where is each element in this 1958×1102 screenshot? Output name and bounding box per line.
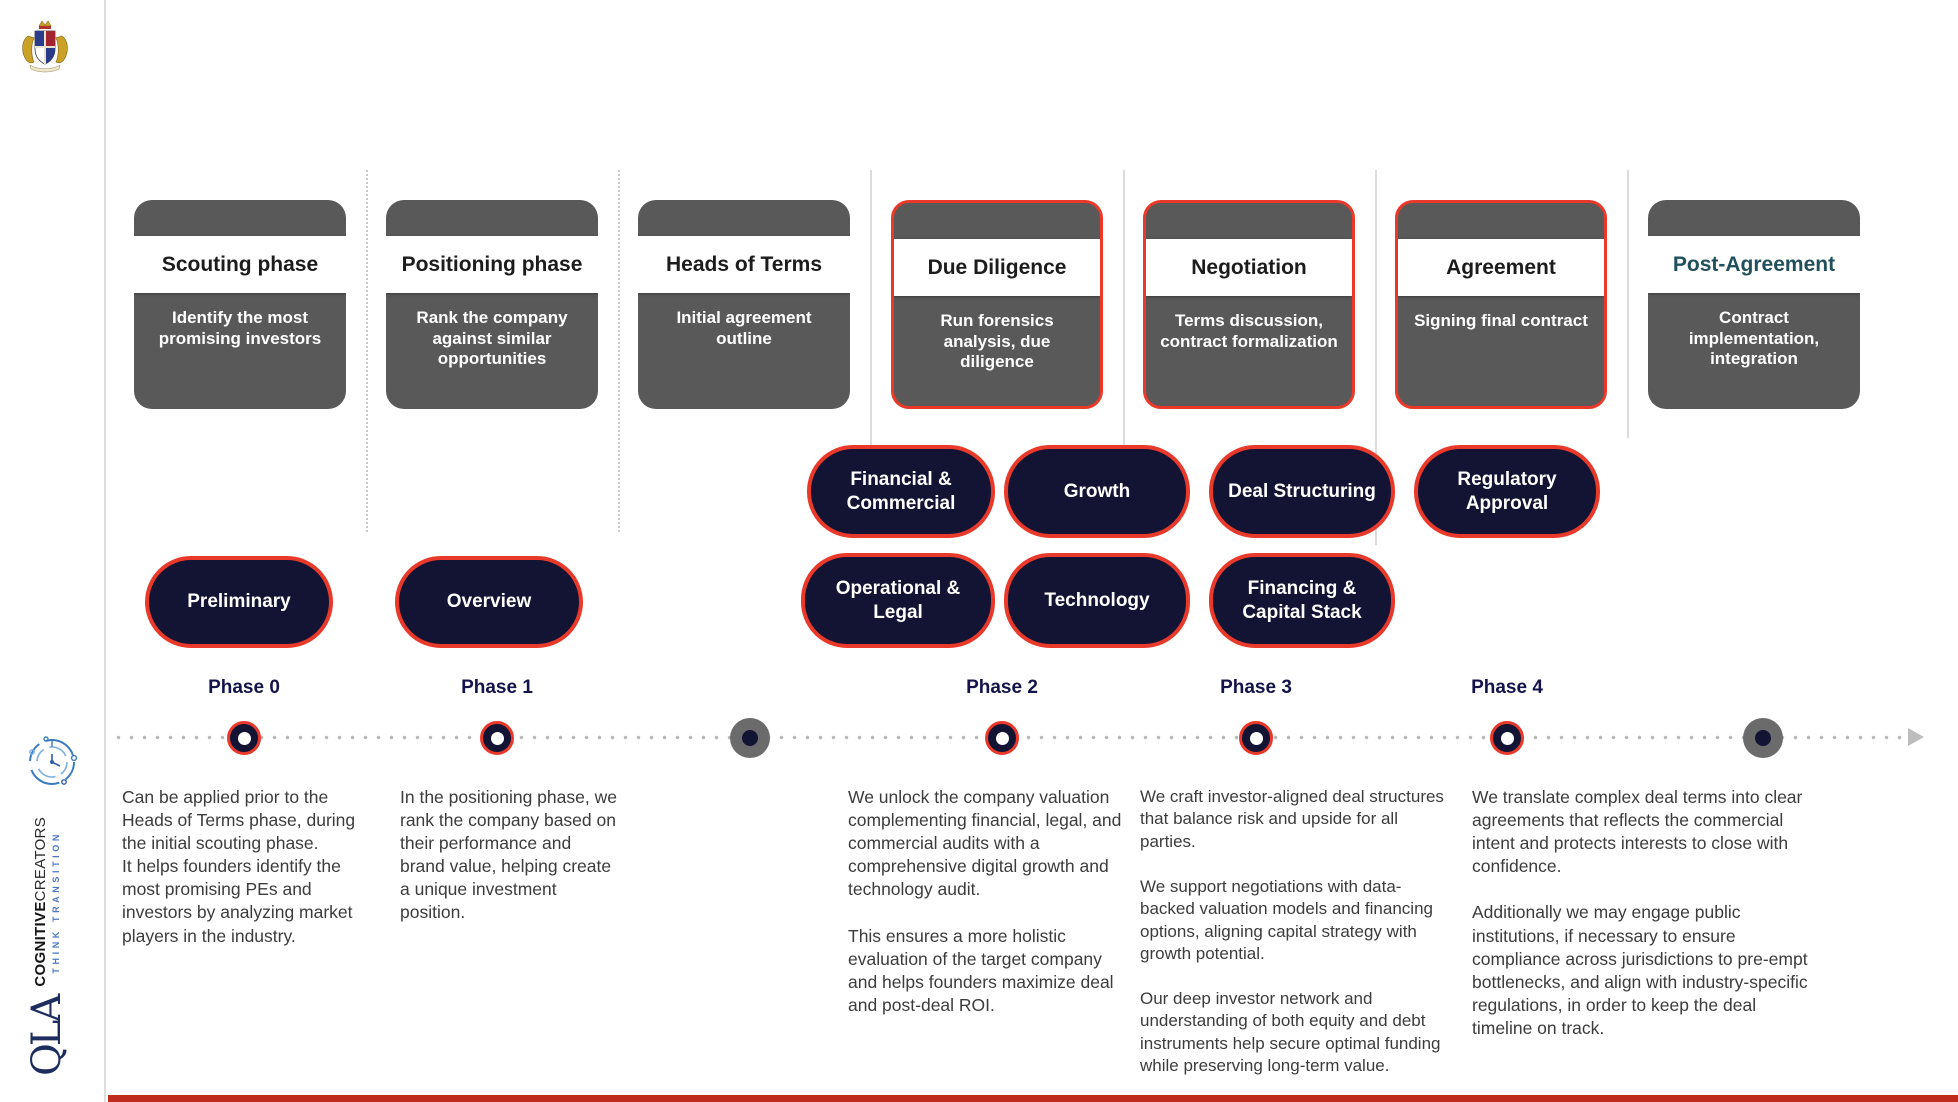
card-due-diligence: Due Diligence Run forensics analysis, du… [891, 200, 1103, 409]
pill-financing-capital-stack: Financing & Capital Stack [1209, 553, 1395, 648]
pill-label: Operational & Legal [835, 577, 961, 623]
pill-label: Technology [1044, 589, 1150, 611]
bottom-accent-bar [108, 1095, 1958, 1102]
column-separator [1375, 170, 1377, 545]
phase-0-description: Can be applied prior to the Heads of Ter… [122, 787, 356, 946]
milestone-marker-inactive [1743, 718, 1783, 758]
column-separator [366, 170, 368, 532]
brand-name: COGNITIVECREATORS [32, 817, 49, 987]
card-scouting-phase: Scouting phase Identify the most promisi… [134, 200, 346, 409]
column-separator [618, 170, 620, 532]
pill-technology: Technology [1004, 553, 1190, 648]
brand-tagline: THINK TRANSITION [51, 830, 61, 974]
pill-regulatory-approval: Regulatory Approval [1414, 445, 1600, 538]
card-subtitle: Run forensics analysis, due diligence [940, 311, 1054, 372]
card-title: Positioning phase [401, 252, 583, 276]
card-title: Due Diligence [927, 255, 1067, 279]
pill-label: Growth [1063, 480, 1131, 502]
left-sidebar: COGNITIVECREATORS THINK TRANSITION QLA [0, 0, 106, 1102]
pill-label: Financial & Commercial [846, 468, 956, 514]
brand-lockup: COGNITIVECREATORS THINK TRANSITION [32, 816, 61, 988]
card-subtitle: Signing final contract [1414, 311, 1588, 330]
card-title: Post-Agreement [1672, 252, 1836, 276]
pill-growth: Growth [1004, 445, 1190, 538]
card-top-strip [1146, 203, 1352, 239]
card-subtitle: Initial agreement outline [676, 308, 812, 348]
pill-label: Overview [446, 591, 532, 613]
card-subtitle: Identify the most promising investors [158, 308, 322, 348]
milestone-marker-inactive [730, 718, 770, 758]
brand-name-bold: COGNITIVE [32, 901, 49, 987]
phase-1-label: Phase 1 [461, 677, 533, 698]
milestone-marker-phase-2 [985, 721, 1019, 755]
pill-operational-legal: Operational & Legal [801, 553, 995, 648]
column-separator [870, 170, 872, 446]
card-top-strip [386, 200, 598, 236]
phase-3-label: Phase 3 [1220, 677, 1292, 698]
card-top-strip [1398, 203, 1604, 239]
card-negotiation: Negotiation Terms discussion, contract f… [1143, 200, 1355, 409]
coat-of-arms-icon [22, 20, 68, 73]
card-title: Heads of Terms [666, 252, 822, 276]
card-title: Agreement [1446, 255, 1556, 279]
pill-overview: Overview [395, 556, 583, 648]
timeline-arrow-icon [1908, 728, 1924, 746]
pill-label: Deal Structuring [1228, 480, 1376, 502]
card-top-strip [638, 200, 850, 236]
card-subtitle: Contract implementation, integration [1688, 308, 1820, 369]
milestone-marker-phase-0 [227, 721, 261, 755]
pill-label: Regulatory Approval [1457, 468, 1557, 514]
pill-preliminary: Preliminary [145, 556, 333, 648]
pill-financial-commercial: Financial & Commercial [807, 445, 995, 538]
phase-0-label: Phase 0 [208, 677, 280, 698]
column-separator [1123, 170, 1125, 446]
milestone-marker-phase-3 [1239, 721, 1273, 755]
column-separator [1627, 170, 1629, 438]
card-positioning-phase: Positioning phase Rank the company again… [386, 200, 598, 409]
pill-label: Financing & Capital Stack [1242, 577, 1362, 623]
pill-deal-structuring: Deal Structuring [1209, 445, 1395, 538]
qla-logo: QLA [24, 996, 70, 1076]
card-subtitle: Terms discussion, contract formalization [1160, 311, 1338, 351]
pill-label: Preliminary [187, 591, 291, 613]
milestone-marker-phase-4 [1490, 721, 1524, 755]
phase-2-description: We unlock the company valuation compleme… [848, 787, 1122, 1015]
phase-4-label: Phase 4 [1471, 677, 1543, 698]
card-heads-of-terms: Heads of Terms Initial agreement outline [638, 200, 850, 409]
card-top-strip [134, 200, 346, 236]
phase-3-description: We craft investor-aligned deal structure… [1140, 787, 1444, 1076]
card-agreement: Agreement Signing final contract [1395, 200, 1607, 409]
milestone-marker-phase-1 [480, 721, 514, 755]
phase-1-description: In the positioning phase, we rank the co… [400, 787, 617, 923]
card-title: Negotiation [1191, 255, 1307, 279]
card-subtitle: Rank the company against similar opportu… [416, 308, 568, 369]
card-post-agreement: Post-Agreement Contract implementation, … [1648, 200, 1860, 409]
brand-name-light: CREATORS [32, 817, 49, 902]
phase-4-description: We translate complex deal terms into cle… [1472, 787, 1808, 1038]
card-top-strip [1648, 200, 1860, 236]
card-top-strip [894, 203, 1100, 239]
card-title: Scouting phase [161, 252, 319, 276]
circuit-brain-icon [29, 736, 78, 785]
phase-2-label: Phase 2 [966, 677, 1038, 698]
